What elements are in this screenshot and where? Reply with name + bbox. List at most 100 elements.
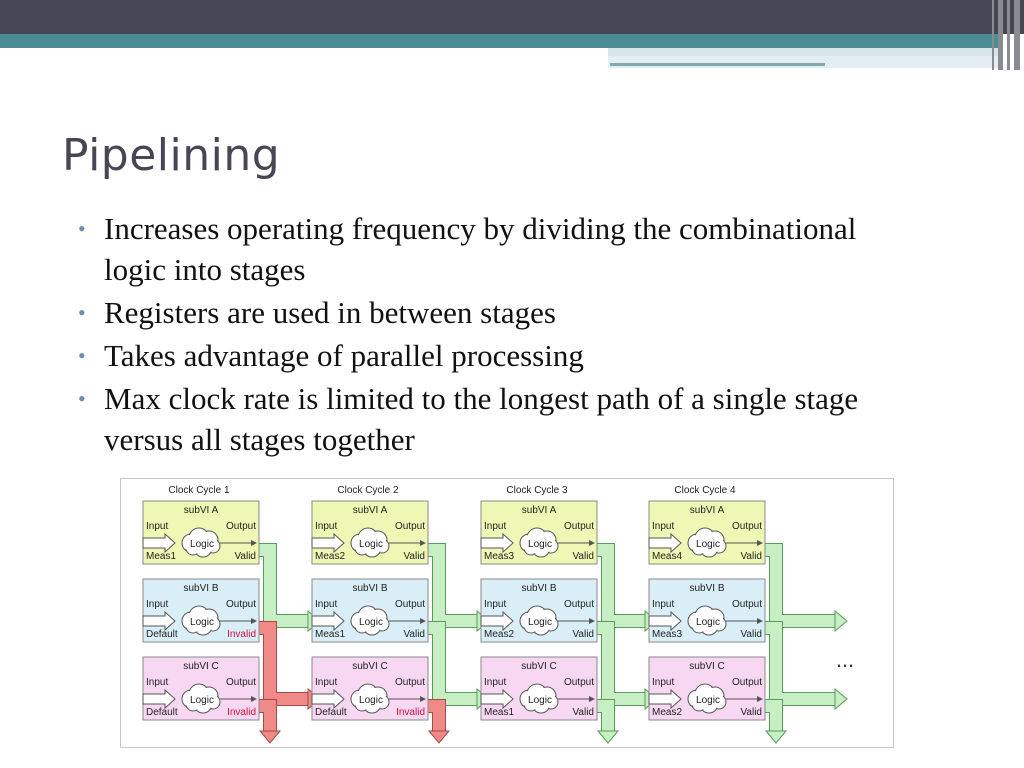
final-output-arrow-body bbox=[428, 700, 445, 731]
logic-label: Logic bbox=[696, 617, 720, 628]
cloud-fill bbox=[701, 696, 717, 712]
logic-output-head bbox=[589, 696, 595, 702]
bullet-text: Registers are used in between stages bbox=[104, 295, 556, 330]
block-input-label: Input bbox=[146, 599, 168, 610]
block-input-value: Meas1 bbox=[146, 551, 176, 562]
block-input-value: Meas1 bbox=[484, 707, 514, 718]
block-output-label: Output bbox=[226, 599, 256, 610]
logic-label: Logic bbox=[696, 695, 720, 706]
final-output-arrow-body bbox=[765, 700, 782, 731]
block-status-value: Valid bbox=[573, 707, 595, 718]
header-bar bbox=[0, 0, 1024, 34]
cloud-fill bbox=[533, 618, 549, 634]
block-input-value: Meas3 bbox=[652, 629, 682, 640]
subvi-block-title: subVI B bbox=[183, 583, 218, 594]
cloud-fill bbox=[364, 618, 380, 634]
stage-transfer-arrow-body bbox=[259, 622, 308, 705]
arrows-layer bbox=[258, 543, 848, 744]
final-output-arrow bbox=[258, 699, 282, 744]
logic-cloud-icon bbox=[519, 683, 559, 714]
block-output-label: Output bbox=[732, 521, 762, 532]
logic-output-head bbox=[420, 540, 426, 546]
logic-cloud-icon bbox=[181, 683, 221, 714]
block-input-label: Input bbox=[652, 521, 674, 532]
input-arrow-icon bbox=[648, 688, 682, 710]
input-arrow-icon bbox=[480, 610, 514, 632]
stage-transfer-arrow-body bbox=[765, 544, 835, 627]
clock-cycle-label: Clock Cycle 2 bbox=[337, 485, 399, 496]
input-arrow-icon bbox=[648, 610, 682, 632]
block-status-value: Valid bbox=[404, 629, 426, 640]
cloud-fill bbox=[693, 698, 705, 710]
logic-cloud-icon bbox=[350, 527, 390, 558]
block-status-value: Valid bbox=[573, 629, 595, 640]
cloud-fill bbox=[701, 618, 717, 634]
logic-label: Logic bbox=[359, 617, 383, 628]
block-input-value: Meas4 bbox=[652, 551, 682, 562]
stage-transfer-arrow-body bbox=[597, 544, 645, 627]
logic-label: Logic bbox=[528, 539, 552, 550]
block-input-label: Input bbox=[652, 599, 674, 610]
block-input-value: Meas2 bbox=[652, 707, 682, 718]
logic-label: Logic bbox=[190, 695, 214, 706]
block-input-label: Input bbox=[315, 677, 337, 688]
block-output-label: Output bbox=[732, 677, 762, 688]
bullet-icon: • bbox=[78, 343, 86, 368]
block-input-value: Default bbox=[146, 707, 178, 718]
bullet-item: •Max clock rate is limited to the longes… bbox=[74, 378, 904, 460]
clock-cycle-label: Clock Cycle 1 bbox=[168, 485, 230, 496]
block-status-value: Valid bbox=[404, 551, 426, 562]
logic-cloud-icon bbox=[519, 605, 559, 636]
logic-cloud-icon bbox=[687, 605, 727, 636]
logic-output-head bbox=[251, 540, 257, 546]
block-output-label: Output bbox=[732, 599, 762, 610]
block-input-value: Meas2 bbox=[484, 629, 514, 640]
logic-label: Logic bbox=[359, 695, 383, 706]
header-stripe-line bbox=[610, 63, 825, 66]
subvi-block-title: subVI A bbox=[184, 505, 219, 516]
cloud-fill bbox=[364, 540, 380, 556]
input-arrow-icon bbox=[311, 688, 345, 710]
block-output-label: Output bbox=[564, 521, 594, 532]
cloud-fill bbox=[525, 542, 537, 554]
final-output-arrow-head bbox=[596, 730, 620, 744]
block-output-label: Output bbox=[564, 677, 594, 688]
stage-transfer-arrow-body bbox=[428, 622, 477, 705]
clock-cycle-label: Clock Cycle 4 bbox=[674, 485, 736, 496]
stage-transfer-arrow bbox=[428, 621, 490, 711]
block-output-label: Output bbox=[395, 521, 425, 532]
bullet-list: •Increases operating frequency by dividi… bbox=[74, 208, 904, 462]
block-input-value: Default bbox=[146, 629, 178, 640]
continuation-ellipsis: ... bbox=[836, 647, 854, 672]
final-output-arrow-head bbox=[427, 730, 451, 744]
logic-output-head bbox=[589, 540, 595, 546]
bullet-icon: • bbox=[78, 386, 86, 411]
subvi-block-title: subVI A bbox=[690, 505, 725, 516]
cloud-fill bbox=[187, 620, 199, 632]
stage-transfer-arrow-body bbox=[428, 544, 477, 627]
block-status-value: Invalid bbox=[396, 707, 425, 718]
logic-label: Logic bbox=[190, 617, 214, 628]
final-output-arrow bbox=[427, 699, 451, 744]
input-arrow-icon bbox=[142, 532, 176, 554]
cloud-fill bbox=[533, 696, 549, 712]
input-arrow-icon bbox=[142, 688, 176, 710]
block-output-label: Output bbox=[395, 677, 425, 688]
logic-cloud-icon bbox=[687, 683, 727, 714]
logic-cloud-icon bbox=[350, 605, 390, 636]
block-status-value: Valid bbox=[741, 629, 763, 640]
bullet-item: •Takes advantage of parallel processing bbox=[74, 335, 904, 376]
logic-output-head bbox=[757, 540, 763, 546]
block-input-label: Input bbox=[484, 521, 506, 532]
block-input-label: Input bbox=[484, 599, 506, 610]
cloud-fill bbox=[195, 540, 211, 556]
block-output-label: Output bbox=[564, 599, 594, 610]
subvi-block-title: subVI C bbox=[183, 661, 219, 672]
logic-output-head bbox=[251, 696, 257, 702]
